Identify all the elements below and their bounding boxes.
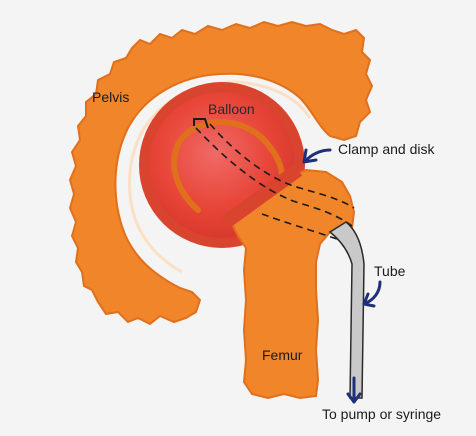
tube-label: Tube <box>374 263 406 279</box>
balloon-label: Balloon <box>208 101 255 117</box>
tube-arrow <box>364 282 380 306</box>
femur-label: Femur <box>262 347 303 363</box>
clamp-arrow <box>304 150 330 162</box>
pelvis-label: Pelvis <box>92 89 129 105</box>
tube <box>330 222 364 398</box>
clamp-label: Clamp and disk <box>338 141 435 157</box>
pump-label: To pump or syringe <box>322 406 441 422</box>
